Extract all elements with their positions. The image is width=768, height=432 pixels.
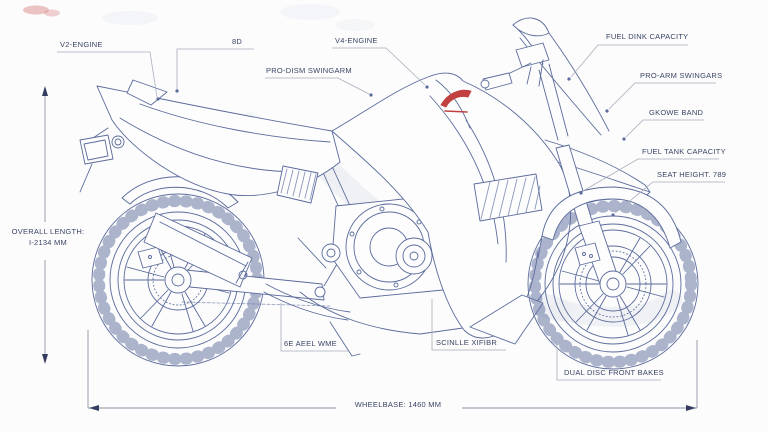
label-fuel-dink-capacity: FUEL DINK CAPACITY [606, 32, 689, 41]
rear-hub [164, 266, 192, 294]
tail-vent-hatch [276, 165, 319, 204]
label-v4-engine: V4-ENGINE [335, 36, 378, 45]
label-v2-engine: V2-ENGINE [60, 40, 103, 49]
label-pro-dism-swingarm: PRO-DISM SWINGARM [266, 66, 352, 75]
label-seat-height: SEAT HEIGHT. 789 [657, 170, 727, 179]
front-hub [599, 270, 627, 298]
label-wheelbase: WHEELBASE: 1460 MM [354, 400, 442, 409]
rear-brake-caliper [137, 246, 164, 269]
overall-length-line1: OVERALL LENGTH: [11, 227, 85, 236]
fairing-vent-hatch [473, 173, 543, 222]
overall-length-line2: I-2134 MM [28, 238, 68, 247]
label-dual-disc: DUAL DISC FRONT BAKES [564, 368, 664, 377]
dimension-arrows [42, 86, 696, 411]
license-plate [79, 127, 125, 193]
red-smudge [23, 5, 60, 17]
handlebar-grip [480, 72, 513, 91]
label-fuel-tank-capacity: FUEL TANK CAPACITY [642, 147, 726, 156]
dimension-lines [44, 88, 698, 409]
leader-dots [156, 77, 626, 217]
muffler [143, 212, 253, 288]
windscreen [512, 17, 610, 136]
label-pro-arm-swingars: PRO-ARM SWINGARS [640, 71, 723, 80]
gray-smudge [102, 4, 375, 31]
label-axle: 6E AEEL WME [284, 339, 337, 348]
honda-wing-logo [440, 89, 472, 113]
label-scinlle: SCINLLE XIFIBR [436, 338, 498, 347]
leader-lines [57, 44, 725, 381]
label-gkowe-band: GKOWE BAND [649, 108, 704, 117]
cockpit [509, 42, 569, 141]
fairing [331, 72, 572, 345]
engine [321, 195, 451, 299]
front-brake-caliper [574, 242, 601, 266]
label-8d: 8D [232, 37, 243, 46]
label-overall-length: OVERALL LENGTH: I-2134 MM [2, 226, 94, 248]
